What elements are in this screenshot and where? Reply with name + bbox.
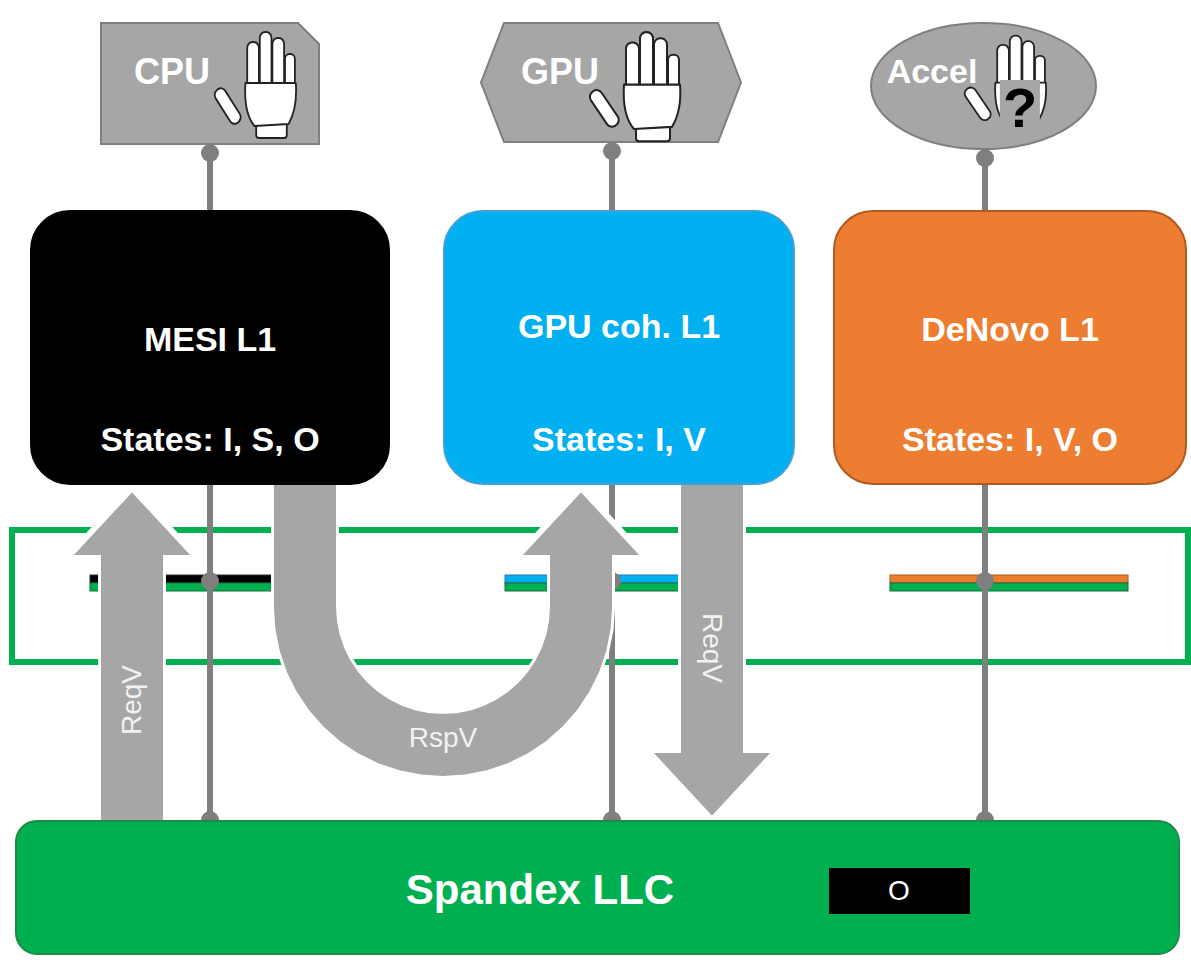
node-title: GPU bbox=[521, 51, 599, 92]
port-wire bbox=[201, 144, 219, 210]
wire-dot bbox=[976, 572, 994, 590]
wire-line bbox=[982, 485, 988, 820]
node-detail: ? bbox=[1000, 80, 1040, 136]
message-arrow bbox=[67, 488, 197, 820]
node-title: DeNovo L1 bbox=[921, 310, 1099, 349]
wire-dot bbox=[201, 572, 219, 590]
node-title: Accel bbox=[887, 52, 978, 91]
text-slot: O bbox=[888, 875, 910, 907]
node-detail: States: I, V bbox=[532, 420, 706, 459]
wire-dot bbox=[201, 144, 219, 162]
text-slot: MESI L1 bbox=[144, 320, 276, 359]
node-title: GPU coh. L1 bbox=[518, 307, 720, 346]
node-title: Spandex LLC bbox=[406, 866, 674, 914]
text-slot: States: I, V, O bbox=[902, 420, 1118, 459]
node-title: CPU bbox=[134, 51, 210, 92]
text-slot: GPU bbox=[521, 51, 599, 92]
text-slot: States: I, V bbox=[532, 420, 706, 459]
label-slot: ReqV bbox=[116, 663, 148, 737]
node-detail: States: I, V, O bbox=[902, 420, 1118, 459]
text-slot: DeNovo L1 bbox=[921, 310, 1099, 349]
label-slot: ReqV bbox=[696, 611, 728, 685]
text-slot: CPU bbox=[134, 51, 210, 92]
processor-ellipse: Accel? bbox=[870, 22, 1097, 150]
spandex-interface-bar bbox=[890, 583, 1128, 591]
text-slot: Accel bbox=[887, 52, 978, 91]
ellipse-outline bbox=[871, 23, 1096, 149]
node-outline bbox=[480, 22, 742, 143]
text-slot: GPU coh. L1 bbox=[518, 307, 720, 346]
processor-tag: CPU bbox=[100, 22, 320, 145]
port-wire bbox=[603, 142, 621, 210]
node-detail: States: I, S, O bbox=[100, 420, 319, 459]
text-slot: States: I, S, O bbox=[100, 420, 319, 459]
message-arrow bbox=[305, 485, 646, 745]
wire-line bbox=[207, 485, 213, 820]
arrow-head bbox=[516, 488, 646, 558]
tag-outline bbox=[101, 23, 319, 144]
llc-box: Spandex LLC O bbox=[15, 820, 1180, 955]
arrow-head bbox=[647, 750, 777, 820]
message-label: ReqV bbox=[116, 663, 148, 737]
arrow-shaft bbox=[681, 485, 743, 758]
port-wire bbox=[201, 485, 219, 829]
arrow-shaft bbox=[101, 550, 163, 820]
wire-dot bbox=[976, 149, 994, 167]
message-label: RspV bbox=[407, 722, 479, 754]
arrow-outline bbox=[305, 485, 581, 745]
node-title: O bbox=[888, 875, 910, 907]
processor-hexagon: GPU bbox=[480, 22, 742, 143]
arrow-shaft bbox=[305, 485, 581, 745]
arrow-outline bbox=[678, 485, 746, 758]
node-title: MESI L1 bbox=[144, 320, 276, 359]
state-tag: O bbox=[829, 868, 970, 914]
cache-box: MESI L1 States: I, S, O bbox=[30, 210, 390, 485]
text-slot: Spandex LLC bbox=[406, 866, 674, 914]
text-slot: ? bbox=[1000, 80, 1040, 136]
message-arrow bbox=[647, 485, 777, 820]
label-slot: RspV bbox=[407, 722, 479, 754]
arrow-outline bbox=[98, 550, 166, 820]
port-wire bbox=[976, 149, 994, 210]
hex-outline bbox=[481, 23, 741, 142]
port-wire bbox=[976, 485, 994, 829]
wire-dot bbox=[603, 142, 621, 160]
cache-box: DeNovo L1 States: I, V, O bbox=[833, 210, 1187, 485]
denovo-interface-bar bbox=[890, 575, 1128, 583]
cache-box: GPU coh. L1 States: I, V bbox=[443, 210, 795, 485]
arrow-head bbox=[67, 488, 197, 558]
message-label: ReqV bbox=[696, 611, 728, 685]
